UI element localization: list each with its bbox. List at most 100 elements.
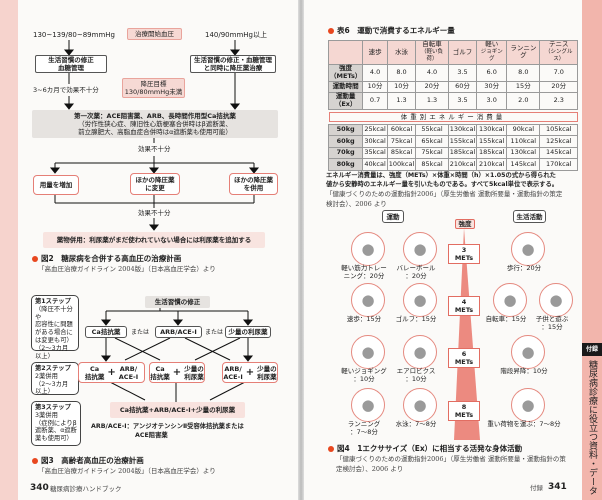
activity-illustration-icon: ● xyxy=(511,388,545,422)
row-header: 80kg xyxy=(327,158,364,171)
line: 生活習慣の修正 xyxy=(48,56,94,64)
intensity-triangle xyxy=(454,228,480,440)
table-cell: 130kcal xyxy=(506,146,541,159)
header-line: （シングルス） xyxy=(544,48,573,63)
table-cell: 15分 xyxy=(506,80,541,93)
line: ARB/ xyxy=(119,364,138,373)
line: ACE-I xyxy=(118,372,139,381)
activity-illustration-icon: ● xyxy=(351,232,385,266)
header-line: 水泳 xyxy=(395,47,409,56)
option-add-drug: ほかの降圧薬を併用 xyxy=(229,173,278,195)
activity-label: 重い荷物を運ぶ：7～8分 xyxy=(487,420,561,428)
band-row: 体重別エネルギー消費量 xyxy=(328,109,578,124)
life-activity-label: 生活活動 xyxy=(513,210,546,223)
header-line: （軽い負荷） xyxy=(421,48,444,63)
column-header: ランニング xyxy=(506,40,541,65)
line: ACE-I xyxy=(223,372,243,381)
row-label: （METs） xyxy=(330,71,362,80)
line: 少量の xyxy=(184,364,204,373)
step1-body: （降圧不十分や 忍容性に問題 がある場合に は変更も可） （2～3カ月 以上） xyxy=(35,305,73,360)
line: 利尿薬 xyxy=(184,372,204,381)
table-cell: 145kcal xyxy=(539,146,578,159)
fig2-source: 「高血圧治療ガイドライン 2004版」（日本高血圧学会）より xyxy=(38,265,216,273)
row-label: 運動時間 xyxy=(332,81,359,90)
activity-illustration-icon: ● xyxy=(493,283,527,317)
step1-callout: 第1ステップ（降圧不十分や 忍容性に問題 がある場合に は変更も可） （2～3カ… xyxy=(31,295,79,360)
plus-sign: + xyxy=(172,366,182,378)
table-cell: 1.3 xyxy=(415,91,449,110)
table-cell: 55kcal xyxy=(415,123,449,136)
table-cell: 40kcal xyxy=(362,158,388,171)
activity-label: ゴルフ：15分 xyxy=(395,315,437,323)
activity-label: 自転車：15分 xyxy=(485,315,527,323)
table-cell: 30kcal xyxy=(362,135,388,148)
table-cell: 25kcal xyxy=(362,123,388,136)
row-label: 70kg xyxy=(336,148,355,156)
or-label: または xyxy=(131,329,150,336)
option-change-drug: ほかの降圧薬に変更 xyxy=(130,173,180,195)
drug-ca: Ca拮抗薬 xyxy=(85,326,127,338)
fig3-source: 「高血圧治療ガイドライン 2004版」（日本高血圧学会）より xyxy=(38,467,216,475)
line: 130/80mmHg未満 xyxy=(124,88,183,96)
column-header: 自転車（軽い負荷） xyxy=(415,40,449,65)
header-line: 自転車 xyxy=(422,40,442,48)
insufficient-label: 効果不十分 xyxy=(138,145,171,153)
right-margin-strip xyxy=(582,0,602,500)
activity-illustration-icon: ● xyxy=(351,335,385,369)
activity-illustration-icon: ● xyxy=(351,283,385,317)
fig3-caption: 図3 高齢者高血圧の治療計画 xyxy=(32,456,144,465)
row-label: 80kg xyxy=(336,159,355,168)
row-header: 強度（METs） xyxy=(327,63,364,82)
fig2-caption: 図2 糖尿病を合併する高血圧の治療計画 xyxy=(32,254,181,263)
arb-note-1: ARB/ACE-I：アンジオテンシンⅡ受容体拮抗薬または xyxy=(91,423,244,430)
title-text: 表6 運動で消費するエネルギー量 xyxy=(337,26,455,35)
line: 降圧目標 xyxy=(140,80,167,88)
header-line: ランニング xyxy=(510,43,537,60)
lifestyle-box: 生活習慣の修正 xyxy=(145,296,210,308)
activity-label: 速歩：15分 xyxy=(346,315,382,323)
combination-box: 薬物併用：利尿薬がまだ使われていない場合には利尿薬を追加する xyxy=(43,232,265,248)
table-cell: 90kcal xyxy=(506,123,541,136)
activity-label: 水泳：7～8分 xyxy=(395,420,437,428)
step3-body: 3薬併用 （症例によりβ 遮断薬、α遮断 薬も使用可） xyxy=(35,411,77,443)
table-cell: 0.7 xyxy=(362,91,388,110)
bp-low-range: 130~139/80~89mmHg xyxy=(33,31,115,39)
activity-label: 軽い筋力トレー ニング：20分 xyxy=(341,264,387,280)
row-label: 運動量 xyxy=(335,92,356,100)
arb-note-2: ACE阻害薬 xyxy=(135,432,168,439)
table-cell: 65kcal xyxy=(415,135,449,148)
line: 第一次薬：ACE阻害薬、ARB、長時間作用型Ca拮抗薬 xyxy=(74,112,236,120)
line: を併用 xyxy=(243,184,264,192)
caption-text: 図3 高齢者高血圧の治療計画 xyxy=(41,456,144,465)
table-cell: 85kcal xyxy=(415,158,449,171)
lifestyle-box-right: 生活習慣の修正・血糖管理と同時に降圧薬治療 xyxy=(190,55,276,73)
book-title: 糖尿病診療ハンドブック xyxy=(50,485,122,493)
table-cell: 155kcal xyxy=(447,135,478,148)
page-number-right: 341 xyxy=(548,482,567,492)
activity-label: ランニング ：7～8分 xyxy=(347,420,381,436)
table-cell: 170kcal xyxy=(539,158,578,171)
row-label: （Ex） xyxy=(334,99,357,108)
line: と同時に降圧薬治療 xyxy=(203,64,263,72)
line: 少量の xyxy=(257,364,277,373)
line: （労作性狭心症、陳旧性心筋梗塞合併時はβ遮断薬、 xyxy=(78,120,232,128)
mets-label: 4 METs xyxy=(448,296,480,316)
drug-arb: ARB/ACE-I xyxy=(155,326,202,338)
table-cell: 110kcal xyxy=(506,135,541,148)
gutter xyxy=(298,0,304,500)
header-row: 速歩水泳自転車（軽い負荷）ゴルフ軽いジョギングランニングテニス（シングルス） xyxy=(327,40,578,65)
line: ARB/ xyxy=(224,364,242,373)
insufficient-label-2: 効果不十分 xyxy=(138,209,171,217)
line: Ca xyxy=(155,364,165,373)
bp-high-range: 140/90mmHg以上 xyxy=(205,31,267,39)
header-line: 速歩 xyxy=(368,47,382,56)
column-header: 軽いジョギング xyxy=(476,40,508,65)
line: に変更 xyxy=(145,184,165,192)
column-header: テニス（シングルス） xyxy=(539,40,578,65)
